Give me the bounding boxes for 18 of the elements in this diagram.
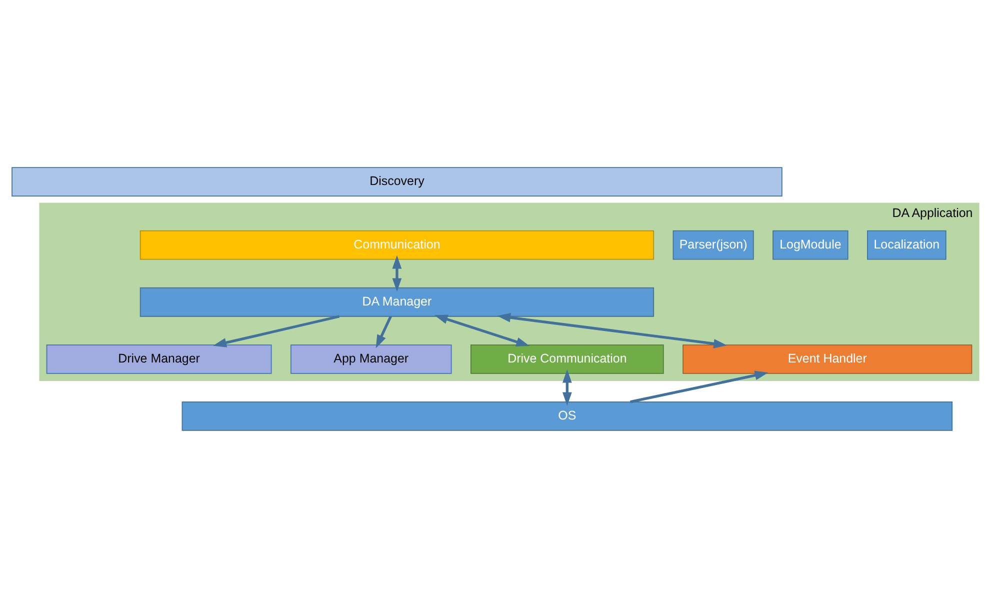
node-box: Event Handler xyxy=(682,344,972,374)
node-box: App Manager xyxy=(290,344,452,374)
node-box: Localization xyxy=(867,230,946,260)
arrow xyxy=(497,312,728,348)
node-box: Discovery xyxy=(12,166,782,196)
node-box: LogModule xyxy=(772,230,848,260)
node-box: Parser(json) xyxy=(672,230,754,260)
node-box: Drive Communication xyxy=(470,344,664,374)
arrow xyxy=(630,370,768,403)
node-box: Communication xyxy=(140,230,654,260)
arrow xyxy=(213,314,340,347)
arrow xyxy=(562,368,572,406)
node-box: OS xyxy=(182,400,953,430)
arrow xyxy=(376,315,392,348)
node-box: Drive Manager xyxy=(46,344,272,374)
node-box: DA Manager xyxy=(140,286,654,316)
arrow xyxy=(434,314,530,346)
arrow xyxy=(392,254,402,292)
